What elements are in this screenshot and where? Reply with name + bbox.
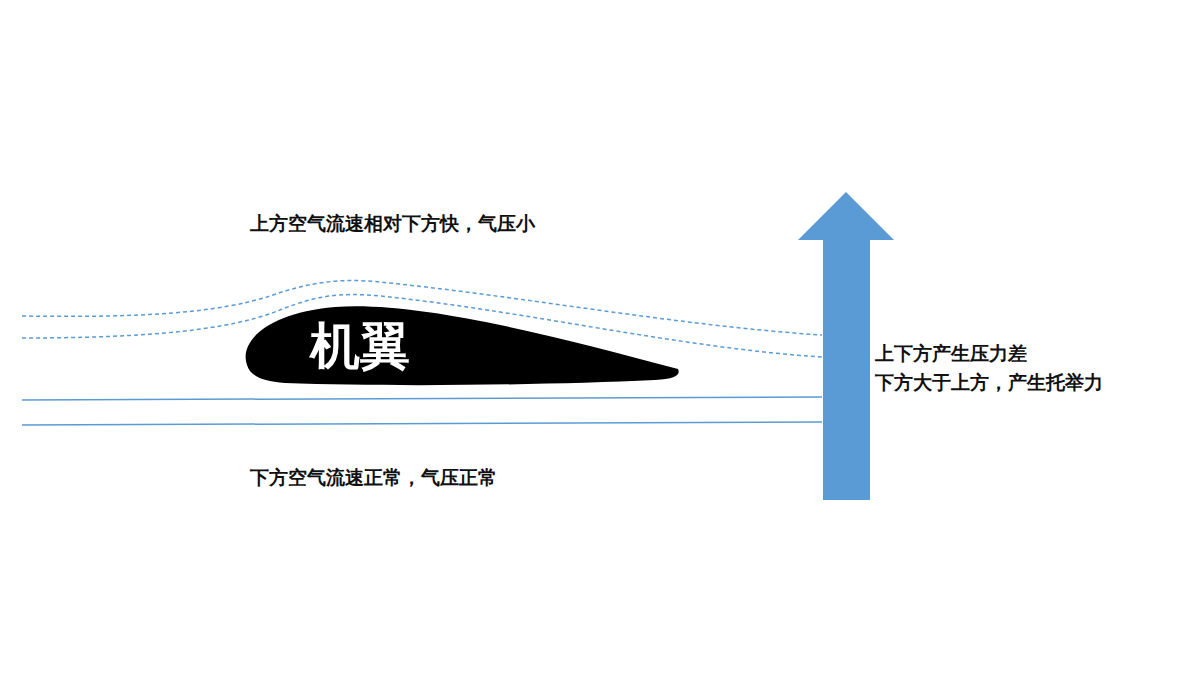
note-text: 下方空气流速正常，气压正常 [250,466,497,489]
airfoil-fill [246,306,679,385]
note-text: 上下方产生压力差 [875,342,1027,365]
note-text: 下方大于上方，产生托举力 [875,371,1103,394]
note-text: 上方空气流速相对下方快，气压小 [250,212,535,235]
wing-airfoil: 机翼 [245,303,680,388]
solid-streamline [22,397,822,400]
solid-streamline [22,422,822,425]
wing-label: 机翼 [310,321,410,371]
